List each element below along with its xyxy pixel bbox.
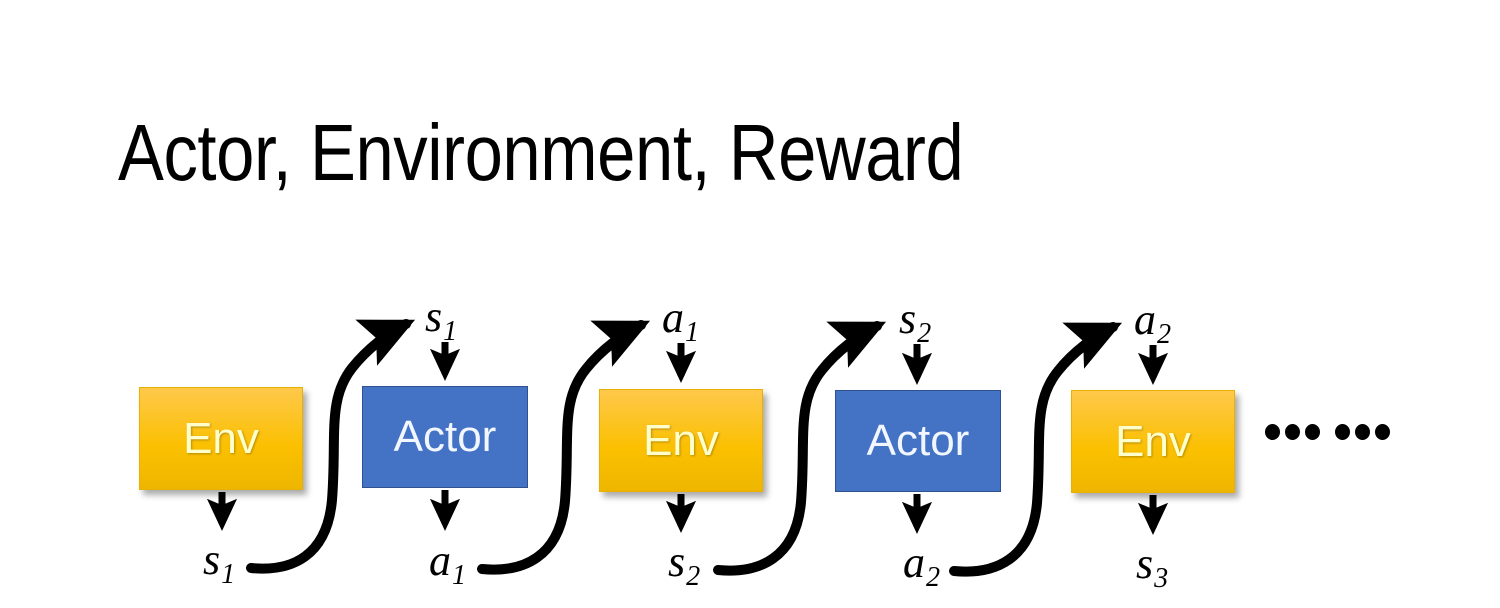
action-label-a1-top: a1 [662,296,699,347]
curve-s2-to-actor2 [713,321,887,576]
curve-s1-to-actor1 [246,319,416,574]
curve-a2-to-env3 [949,322,1123,577]
label-subscript: 1 [685,317,700,348]
label-base: s [668,537,686,586]
action-label-a1-bottom: a1 [429,539,466,590]
continuation-ellipsis [1265,424,1390,440]
state-label-s1-top: s1 [425,295,457,346]
label-base: s [1136,539,1154,588]
node-label: Actor [866,416,970,465]
label-subscript: 1 [443,316,458,347]
node-label: Env [1115,416,1191,466]
ellipsis-dot [1375,424,1390,440]
label-base: a [662,293,684,342]
ellipsis-dot [1265,424,1280,440]
node-env-2[interactable]: Env [599,389,763,492]
state-label-s2-bottom: s2 [668,540,700,591]
node-env-3[interactable]: Env [1071,390,1235,493]
node-label: Env [643,415,719,465]
label-base: s [425,292,443,341]
label-subscript: 1 [221,559,236,590]
page-title: Actor, Environment, Reward [118,108,964,197]
label-subscript: 2 [917,318,932,349]
action-label-a2-top: a2 [1134,298,1171,349]
curve-a1-to-env2 [477,320,651,575]
label-base: a [903,538,925,587]
action-label-a2-bottom: a2 [903,541,940,592]
state-label-s1-bottom: s1 [203,538,235,589]
node-env-1[interactable]: Env [139,387,303,490]
ellipsis-dot [1285,424,1300,440]
ellipsis-dot [1355,424,1370,440]
node-actor-1[interactable]: Actor [362,386,528,488]
ellipsis-dot [1335,424,1350,440]
state-label-s2-top: s2 [899,297,931,348]
node-label: Actor [393,412,497,461]
label-base: a [429,536,451,585]
label-subscript: 3 [1154,563,1169,594]
node-actor-2[interactable]: Actor [835,390,1001,492]
label-subscript: 2 [686,561,701,592]
label-subscript: 2 [926,562,941,593]
node-label: Env [183,413,259,463]
label-subscript: 2 [1157,319,1172,350]
state-label-s3-bottom: s3 [1136,542,1168,593]
label-base: s [899,294,917,343]
ellipsis-dot [1305,424,1320,440]
label-base: s [203,535,221,584]
label-subscript: 1 [452,560,467,591]
label-base: a [1134,295,1156,344]
